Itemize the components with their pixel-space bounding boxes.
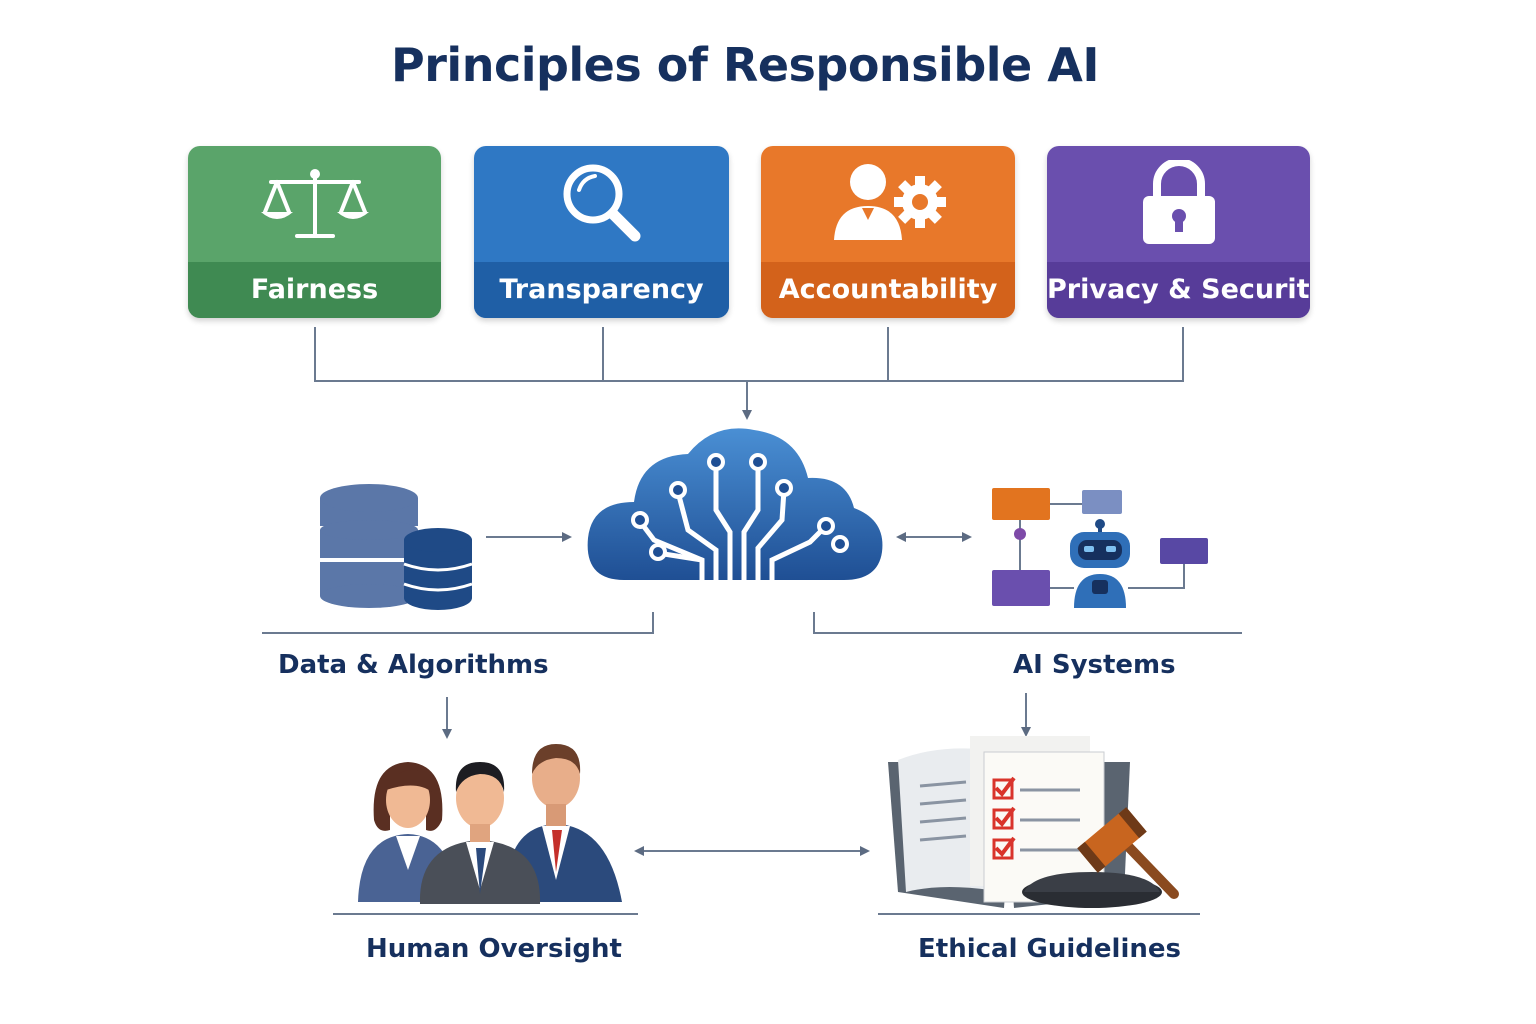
card-label: Privacy & Security <box>1047 262 1310 318</box>
card-label: Accountability <box>761 262 1015 318</box>
card-privacy-security[interactable]: Privacy & Security <box>1047 146 1310 318</box>
card-label: Transparency <box>474 262 729 318</box>
person-gear-icon <box>834 164 946 240</box>
robot-icon <box>1070 519 1130 608</box>
card-label: Fairness <box>188 262 441 318</box>
magnifier-icon <box>563 164 640 242</box>
database-icon <box>320 484 473 610</box>
page-title: Principles of Responsible AI <box>391 38 1099 92</box>
label-human-oversight: Human Oversight <box>366 934 622 964</box>
card-transparency[interactable]: Transparency <box>474 146 729 318</box>
ai-systems-icon <box>992 488 1208 608</box>
book-gavel-icon <box>888 736 1179 908</box>
lock-icon <box>1142 160 1215 244</box>
card-accountability[interactable]: Accountability <box>761 146 1015 318</box>
card-fairness[interactable]: Fairness <box>188 146 441 318</box>
ai-cloud-icon <box>587 428 883 613</box>
people-icon <box>358 744 622 904</box>
scales-icon <box>260 169 369 238</box>
label-data-algorithms: Data & Algorithms <box>278 650 549 680</box>
label-ethical-guidelines: Ethical Guidelines <box>918 934 1181 964</box>
label-ai-systems: AI Systems <box>1013 650 1176 680</box>
